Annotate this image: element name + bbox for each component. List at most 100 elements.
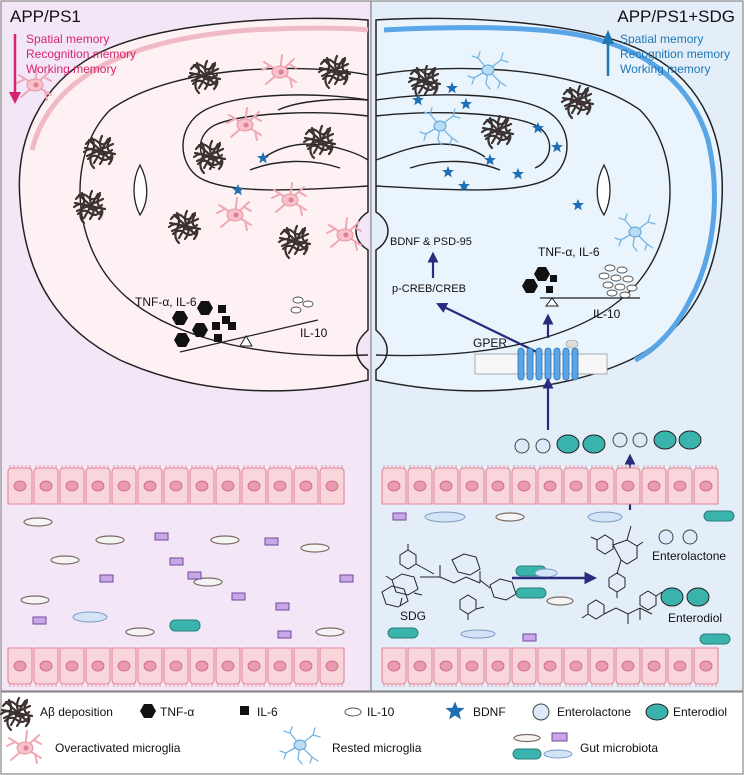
legend-item-il6: IL-6: [240, 705, 278, 719]
svg-text:TNF-α: TNF-α: [160, 705, 194, 719]
epithelial-cell: [293, 647, 319, 688]
left-cytokine-label: TNF-α, IL-6: [135, 295, 197, 309]
epithelial-cell: [407, 464, 433, 505]
epithelial-cell: [267, 464, 293, 505]
epithelial-cell: [163, 464, 189, 505]
gper-receptor-icon: [517, 347, 579, 381]
left-intestine-top-epithelium: [7, 464, 345, 505]
epithelial-cell: [667, 464, 693, 505]
svg-text:Rested microglia: Rested microglia: [332, 741, 422, 755]
epithelial-cell: [615, 464, 641, 505]
svg-text:Gut microbiota: Gut microbiota: [580, 741, 658, 755]
legend-item-abeta: Aβ deposition: [0, 696, 113, 732]
svg-text:IL-6: IL-6: [257, 705, 278, 719]
left-cortex-edge: [29, 25, 369, 151]
epithelial-cell: [215, 464, 241, 505]
epithelial-cell: [59, 647, 85, 688]
epithelial-cell: [433, 647, 459, 688]
right-cytokine-label: TNF-α, IL-6: [538, 245, 600, 259]
left-hippocampus-outer: [182, 94, 369, 191]
epithelial-cell: [693, 464, 719, 505]
right-il10-label: IL-10: [593, 307, 621, 321]
epithelial-cell: [267, 647, 293, 688]
sdg-label: SDG: [400, 609, 426, 623]
epithelial-cell: [137, 647, 163, 688]
epithelial-cell: [381, 464, 407, 505]
microbiota-icon: [512, 732, 573, 760]
right-panel-title: APP/PS1+SDG: [617, 7, 735, 26]
epithelial-cell: [163, 647, 189, 688]
enterodiol-marker-2: [686, 587, 710, 607]
right-ventricle-slit: [596, 163, 611, 217]
svg-text:Enterodiol: Enterodiol: [673, 705, 727, 719]
legend-item-bdnf: BDNF: [445, 701, 506, 720]
right-gut-microbiota: [387, 510, 735, 645]
left-dentate-gyrus: [264, 143, 369, 161]
right-hippocampus-inner: [375, 112, 551, 169]
left-memory-working: Working memory: [26, 62, 116, 76]
epithelial-cell: [137, 464, 163, 505]
epithelial-cell: [189, 464, 215, 505]
sdg-molecule-icon: [381, 544, 517, 620]
legend-item-tnf: TNF-α: [140, 704, 194, 719]
epithelial-cell: [641, 647, 667, 688]
left-ventricle-slit: [133, 163, 148, 217]
square-icon: [240, 706, 249, 715]
epithelial-cell: [85, 647, 111, 688]
legend-item-overactivated-microglia: Overactivated microglia: [6, 730, 181, 764]
epithelial-cell: [641, 464, 667, 505]
left-gut-microbiota: [20, 517, 354, 639]
enterolactone-marker-2: [682, 529, 698, 545]
ellipse-icon: [344, 707, 362, 717]
gper-to-creb-arrow: [436, 302, 546, 357]
left-dentate-gyrus-inner: [249, 160, 341, 171]
legend-item-gut-microbiota: Gut microbiota: [512, 732, 658, 760]
right-dentate-gyrus: [375, 143, 486, 161]
epithelial-cell: [433, 464, 459, 505]
rounded-blob-icon: [645, 703, 669, 721]
enterolactone-marker-1: [658, 529, 674, 545]
epithelial-cell: [667, 647, 693, 688]
enterodiol-molecule-icon: [581, 590, 663, 624]
epithelial-cell: [693, 647, 719, 688]
epithelial-cell: [189, 647, 215, 688]
svg-text:BDNF: BDNF: [473, 705, 506, 719]
epithelial-cell: [111, 464, 137, 505]
right-memory-spatial: Spatial memory: [620, 32, 703, 46]
epithelial-cell: [589, 464, 615, 505]
epithelial-cell: [563, 647, 589, 688]
left-memory-spatial: Spatial memory: [26, 32, 109, 46]
left-intestine-bottom-epithelium: [7, 647, 345, 688]
epithelial-cell: [241, 647, 267, 688]
enterodiol-marker-1: [660, 587, 684, 607]
epithelial-cell: [563, 464, 589, 505]
legend-item-il10: IL-10: [344, 705, 395, 719]
absorbed-metabolites: [514, 430, 702, 454]
epithelial-cell: [381, 647, 407, 688]
epithelial-cell: [589, 647, 615, 688]
epithelial-cell: [7, 647, 33, 688]
legend-box: [0, 691, 744, 775]
legend-item-rested-microglia: Rested microglia: [279, 726, 422, 765]
epithelial-cell: [85, 464, 111, 505]
left-il10-ellipses: [290, 296, 314, 314]
epithelial-cell: [459, 464, 485, 505]
epithelial-cell: [59, 464, 85, 505]
creb-label: p-CREB/CREB: [392, 283, 466, 295]
right-cortex-edge: [383, 25, 717, 363]
left-memory-recognition: Recognition memory: [26, 47, 136, 61]
left-balance-fulcrum: [239, 335, 253, 347]
epithelial-cell: [511, 647, 537, 688]
enterolactone-label: Enterolactone: [652, 549, 726, 563]
legend-item-enterolactone: Enterolactone: [532, 703, 631, 721]
left-il6-squares: [212, 305, 236, 342]
epithelial-cell: [293, 464, 319, 505]
gper-label: GPER: [473, 336, 507, 350]
left-il10-label: IL-10: [300, 326, 328, 340]
bdnf-psd95-label: BDNF & PSD-95: [390, 236, 472, 248]
epithelial-cell: [7, 464, 33, 505]
right-il10-ellipses: [598, 264, 638, 299]
right-memory-recognition: Recognition memory: [620, 47, 730, 61]
svg-text:Overactivated microglia: Overactivated microglia: [55, 741, 181, 755]
